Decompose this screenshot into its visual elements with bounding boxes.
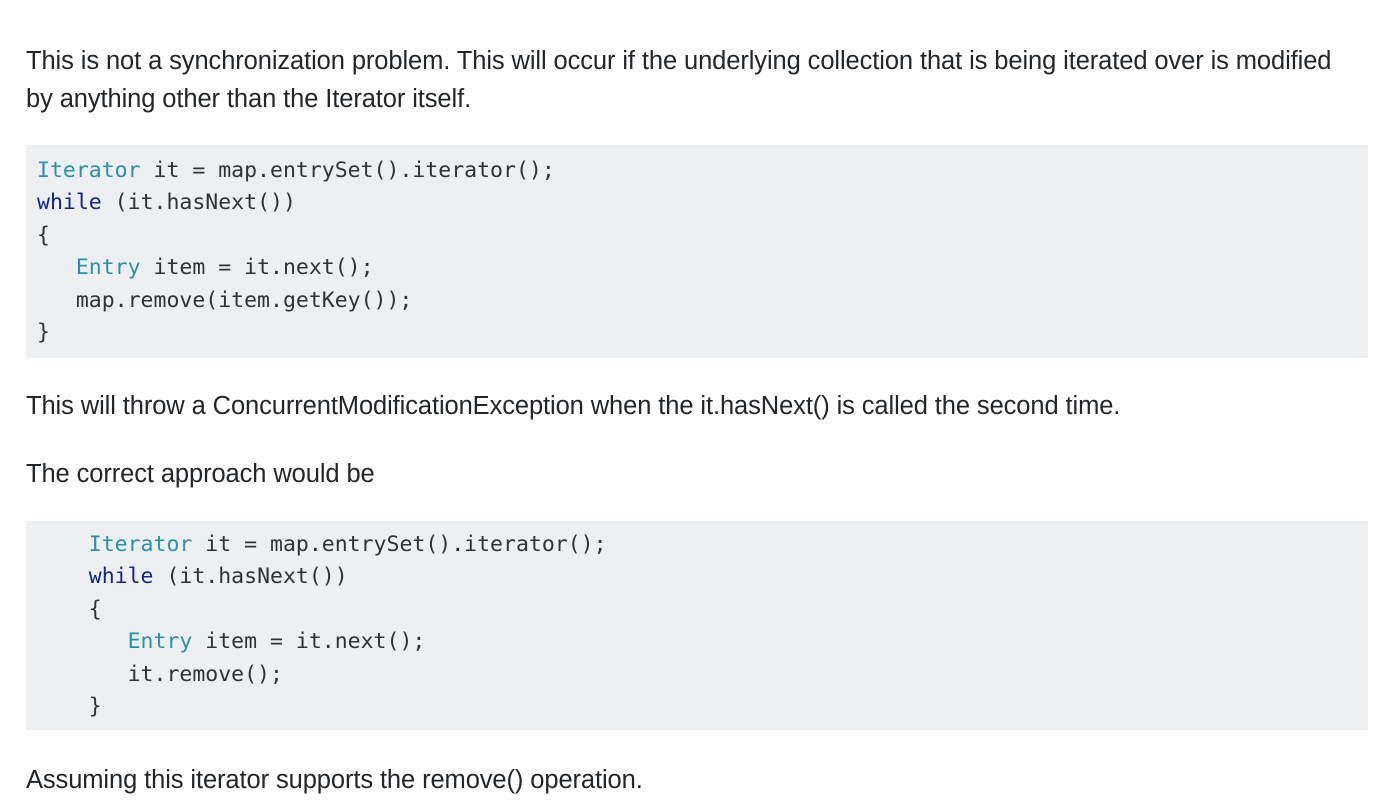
code-token-plain: it = map.entrySet().iterator(); [140, 158, 555, 183]
code-token-plain: { [37, 596, 102, 622]
exception-paragraph: This will throw a ConcurrentModification… [26, 392, 1121, 420]
code-token-plain [37, 564, 89, 589]
code-token-plain: item = it.next(); [192, 629, 426, 655]
code-token-type: Iterator [88, 532, 193, 557]
code-content: Iterator it = map.entrySet().iterator();… [37, 155, 1354, 349]
code-token-plain: it = map.entrySet().iterator(); [192, 532, 607, 557]
code-block-incorrect: Iterator it = map.entrySet().iterator();… [26, 145, 1368, 358]
assuming-paragraph: Assuming this iterator supports the remo… [26, 766, 643, 794]
code-token-plain: } [37, 320, 50, 346]
code-token-plain: it.remove(); [37, 661, 283, 687]
code-token-type: Entry [127, 629, 193, 655]
code-token-plain [37, 532, 89, 557]
code-token-plain: (it.hasNext()) [153, 564, 348, 590]
code-token-type: Entry [75, 255, 141, 281]
code-token-kw: while [88, 564, 154, 590]
code-token-plain: map.remove(item.getKey()); [37, 287, 413, 313]
code-token-plain [37, 255, 76, 280]
code-content: Iterator it = map.entrySet().iterator();… [37, 529, 1354, 723]
code-block-correct: Iterator it = map.entrySet().iterator();… [26, 521, 1368, 730]
code-token-plain: { [37, 222, 50, 248]
code-token-plain [37, 629, 128, 654]
code-token-type: Iterator [37, 158, 141, 183]
code-token-plain: item = it.next(); [140, 255, 374, 281]
correct-approach-paragraph: The correct approach would be [26, 460, 375, 488]
code-token-plain: } [37, 694, 102, 720]
code-token-kw: while [37, 190, 102, 216]
intro-paragraph: This is not a synchronization problem. T… [26, 47, 1332, 113]
code-token-plain: (it.hasNext()) [101, 190, 296, 216]
